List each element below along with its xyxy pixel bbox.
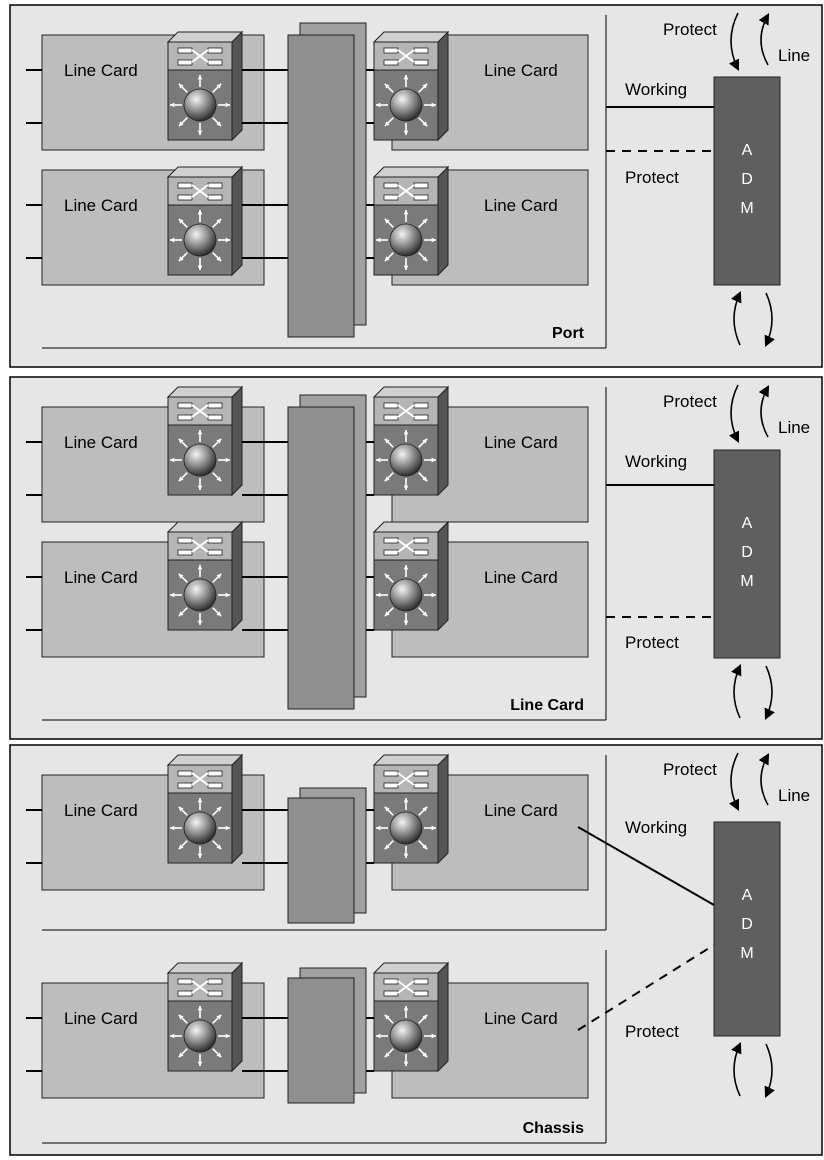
adm-letter: A bbox=[742, 142, 753, 159]
backplane bbox=[287, 34, 355, 338]
protect-arrow-icon bbox=[728, 384, 740, 444]
line-card-label: Line Card bbox=[484, 568, 558, 587]
protect-link bbox=[577, 944, 715, 1031]
panel-title: Chassis bbox=[523, 1120, 584, 1137]
top-line-label: Line bbox=[778, 786, 810, 805]
line-card-label: Line Card bbox=[484, 196, 558, 215]
adm-letter: M bbox=[740, 200, 753, 217]
line-card-label: Line Card bbox=[64, 801, 138, 820]
multilayer-switch-icon bbox=[166, 753, 244, 865]
panel-title: Port bbox=[552, 325, 585, 342]
line-arrow-icon bbox=[758, 753, 770, 806]
working-link bbox=[577, 826, 715, 906]
protect-arrow-icon bbox=[731, 290, 742, 346]
adm-letter: A bbox=[742, 515, 753, 532]
line-arrow-icon bbox=[764, 1043, 775, 1099]
line-card-label: Line Card bbox=[64, 433, 138, 452]
line-card-label: Line Card bbox=[484, 801, 558, 820]
top-line-label: Line bbox=[778, 46, 810, 65]
adm-letter: A bbox=[742, 887, 753, 904]
line-arrow-icon bbox=[758, 13, 770, 66]
line-card-label: Line Card bbox=[64, 1009, 138, 1028]
backplane bbox=[287, 797, 355, 924]
multilayer-switch-icon bbox=[372, 385, 450, 497]
adm-box: ADM bbox=[713, 76, 781, 286]
protect-arrow-icon bbox=[731, 663, 742, 719]
multilayer-switch-icon bbox=[166, 385, 244, 497]
multilayer-switch-icon bbox=[372, 165, 450, 277]
multilayer-switch-icon bbox=[372, 753, 450, 865]
line-arrow-icon bbox=[764, 665, 775, 721]
line-card-label: Line Card bbox=[484, 433, 558, 452]
line-card-label: Line Card bbox=[64, 196, 138, 215]
adm-box: ADM bbox=[713, 449, 781, 659]
line-card-label: Line Card bbox=[64, 61, 138, 80]
working-label: Working bbox=[625, 452, 687, 471]
multilayer-switch-icon bbox=[166, 961, 244, 1073]
multilayer-switch-icon bbox=[372, 961, 450, 1073]
line-arrow-icon bbox=[764, 292, 775, 348]
protect-arrow-icon bbox=[728, 12, 740, 72]
multilayer-switch-icon bbox=[166, 165, 244, 277]
multilayer-switch-icon bbox=[372, 520, 450, 632]
multilayer-switch-icon bbox=[166, 520, 244, 632]
top-protect-label: Protect bbox=[663, 20, 717, 39]
protect-arrow-icon bbox=[731, 1041, 742, 1097]
adm-letter: D bbox=[741, 916, 753, 933]
adm-letter: M bbox=[740, 573, 753, 590]
working-label: Working bbox=[625, 818, 687, 837]
top-protect-label: Protect bbox=[663, 392, 717, 411]
adm-letter: M bbox=[740, 945, 753, 962]
adm-letter: D bbox=[741, 544, 753, 561]
protect-label: Protect bbox=[625, 1022, 679, 1041]
multilayer-switch-icon bbox=[372, 30, 450, 142]
panel-title: Line Card bbox=[510, 697, 584, 714]
top-protect-label: Protect bbox=[663, 760, 717, 779]
top-line-label: Line bbox=[778, 418, 810, 437]
protect-label: Protect bbox=[625, 633, 679, 652]
working-label: Working bbox=[625, 80, 687, 99]
protect-label: Protect bbox=[625, 168, 679, 187]
backplane bbox=[287, 977, 355, 1104]
line-card-label: Line Card bbox=[64, 568, 138, 587]
backplane bbox=[287, 406, 355, 710]
line-card-label: Line Card bbox=[484, 61, 558, 80]
adm-box: ADM bbox=[713, 821, 781, 1037]
line-arrow-icon bbox=[758, 385, 770, 438]
multilayer-switch-icon bbox=[166, 30, 244, 142]
line-card-label: Line Card bbox=[484, 1009, 558, 1028]
adm-letter: D bbox=[741, 171, 753, 188]
protect-arrow-icon bbox=[728, 752, 740, 812]
